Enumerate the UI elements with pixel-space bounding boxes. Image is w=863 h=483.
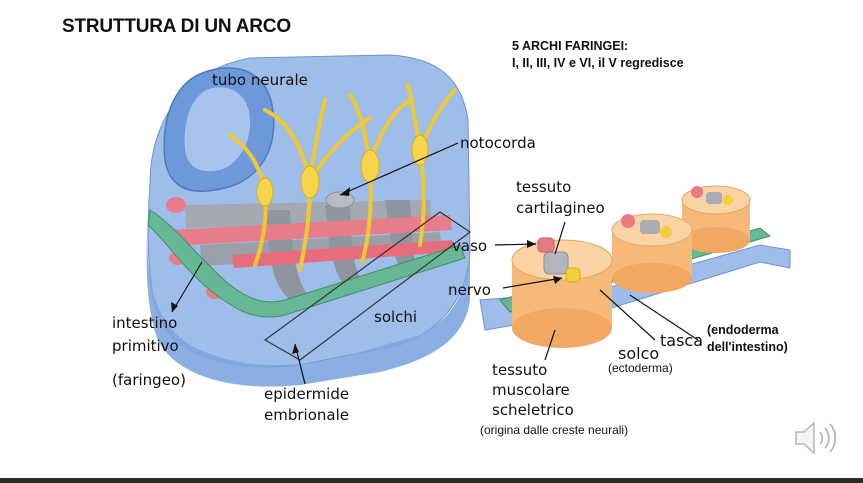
label-endoderma-1: (endoderma: [707, 323, 779, 337]
left-illustration: [146, 54, 472, 387]
arches-info-line-2: I, II, III, IV e VI, il V regredisce: [512, 56, 684, 70]
label-tubo-neurale: tubo neurale: [212, 71, 308, 89]
label-notocorda: notocorda: [460, 134, 536, 152]
label-nervo: nervo: [448, 281, 491, 299]
label-endoderma-2: dell'intestino): [707, 340, 788, 354]
endoderm-band: [147, 209, 466, 318]
bottom-bar: [0, 478, 863, 483]
speaker-icon[interactable]: [792, 418, 842, 458]
right-illustration: [479, 185, 791, 348]
label-epidermide-2: embrionale: [264, 406, 349, 424]
label-muscolare-1: tessuto: [492, 361, 548, 379]
section-plane: [263, 211, 472, 361]
arch-2: [611, 213, 693, 293]
label-muscolare-3: scheletrico: [492, 401, 574, 419]
label-tessuto-cartilagineo-2: cartilagineo: [516, 199, 605, 217]
notochord: [325, 191, 355, 209]
label-solco: solco: [618, 344, 660, 363]
label-tessuto-cartilagineo-1: tessuto: [516, 178, 572, 196]
label-muscolare-2: muscolare: [492, 381, 570, 399]
label-muscolare-note: (origina dalle creste neurali): [480, 423, 629, 437]
label-solchi: solchi: [374, 308, 418, 326]
arches-info: 5 ARCHI FARINGEI: I, II, III, IV e VI, i…: [512, 38, 684, 72]
label-intestino-1: intestino: [112, 314, 178, 332]
label-intestino-2: primitivo: [112, 337, 179, 355]
label-intestino-3: (faringeo): [112, 371, 186, 389]
arches-info-line-1: 5 ARCHI FARINGEI:: [512, 39, 629, 53]
neural-tube-lumen: [184, 87, 251, 172]
label-ectoderma: (ectoderma): [608, 361, 673, 375]
arch-1: [511, 237, 613, 348]
arch-3: [681, 185, 751, 253]
label-vaso: vaso: [452, 237, 488, 255]
vessel-rods: [170, 215, 452, 246]
label-epidermide-1: epidermide: [264, 385, 350, 403]
slide-title: STRUTTURA DI UN ARCO: [62, 16, 291, 37]
label-tasca: tasca: [660, 331, 704, 350]
